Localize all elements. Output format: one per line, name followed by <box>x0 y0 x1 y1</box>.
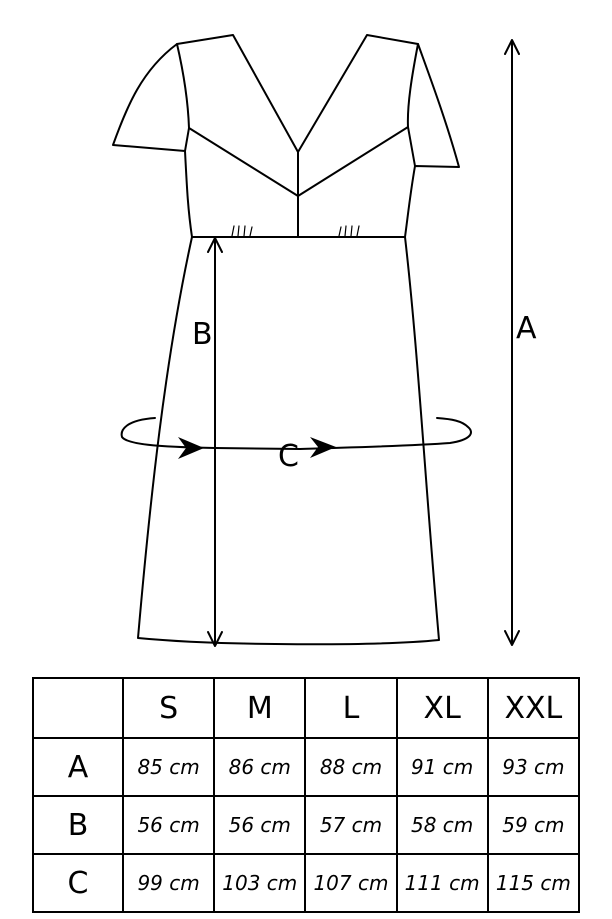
left-armhole-seam <box>176 43 190 152</box>
row-label: A <box>32 737 124 797</box>
table-row: A 85 cm 86 cm 88 cm 91 cm 93 cm <box>32 737 581 797</box>
measurement-cell: 59 cm <box>486 795 581 855</box>
table-row: C 99 cm 103 cm 107 cm 111 cm 115 cm <box>32 853 581 913</box>
measurement-cell: 111 cm <box>395 853 489 913</box>
measurement-cell: 107 cm <box>304 853 398 913</box>
hip-circumference-c <box>120 417 472 450</box>
measurement-cell: 58 cm <box>395 795 489 855</box>
measurement-cell: 56 cm <box>213 795 307 855</box>
size-header: L <box>304 677 398 739</box>
hip-arrowhead-1 <box>178 437 204 459</box>
label-c: C <box>278 439 299 474</box>
dress-diagram: A B C <box>112 34 537 647</box>
left-gathers <box>231 225 253 237</box>
measurement-cell: 86 cm <box>213 737 307 797</box>
measurement-cell: 56 cm <box>121 795 216 855</box>
length-arrow-b <box>207 237 223 647</box>
size-header: M <box>213 677 307 739</box>
size-header: XL <box>395 677 489 739</box>
measurement-cell: 88 cm <box>304 737 398 797</box>
corner-cell <box>32 677 124 739</box>
measurement-cell: 57 cm <box>304 795 398 855</box>
measurement-cell: 91 cm <box>395 737 489 797</box>
measurement-cell: 103 cm <box>213 853 307 913</box>
size-header: S <box>121 677 216 739</box>
right-gathers <box>338 225 360 237</box>
hip-arrowhead-2 <box>310 437 336 458</box>
table-row: B 56 cm 56 cm 57 cm 58 cm 59 cm <box>32 795 581 855</box>
size-header: XXL <box>486 677 581 739</box>
right-armhole-seam <box>406 43 419 167</box>
row-label: C <box>32 853 124 913</box>
label-a: A <box>516 311 537 346</box>
measurement-cell: 93 cm <box>486 737 581 797</box>
right-bodice-seam <box>297 126 409 197</box>
measurement-cell: 85 cm <box>121 737 216 797</box>
length-arrow-a <box>504 39 520 646</box>
size-chart-table: S M L XL XXL A 85 cm 86 cm 88 cm 91 cm 9… <box>32 677 581 913</box>
measurement-cell: 99 cm <box>121 853 216 913</box>
row-label: B <box>32 795 124 855</box>
left-bodice-seam <box>188 127 299 197</box>
label-b: B <box>192 317 213 352</box>
dress-outline <box>112 34 460 646</box>
size-header-row: S M L XL XXL <box>32 677 581 739</box>
measurement-cell: 115 cm <box>486 853 581 913</box>
